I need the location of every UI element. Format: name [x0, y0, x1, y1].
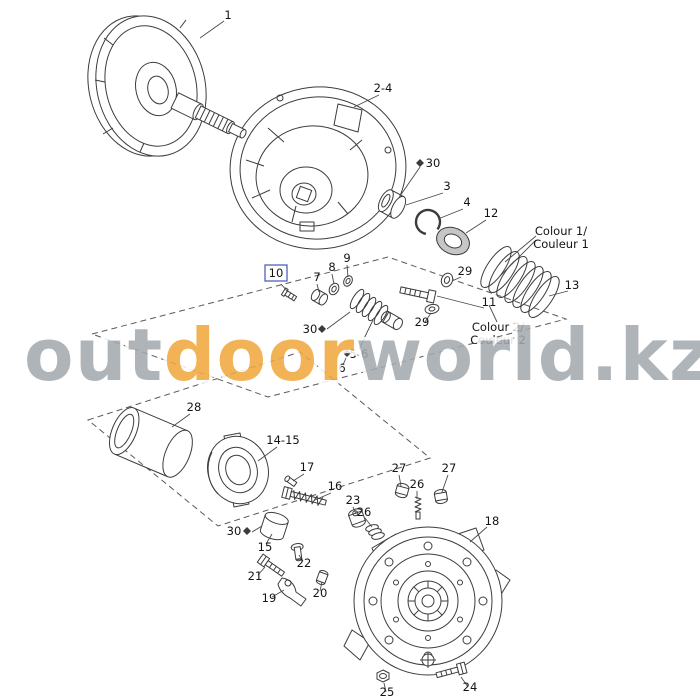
part-4-circlip	[414, 208, 442, 236]
part-20-spacer	[315, 569, 329, 586]
part-12-bearing	[436, 226, 470, 256]
callout-18: 18	[485, 514, 500, 528]
part-26-spring-pin	[414, 496, 422, 520]
callout-25: 25	[380, 685, 395, 699]
part-19-lever	[277, 577, 307, 607]
part-10-screw	[280, 287, 298, 302]
colour-2-label-en: Colour 2/	[472, 320, 524, 334]
part-11-bolt	[399, 286, 437, 304]
colour-1-label-fr: Couleur 1	[533, 237, 589, 251]
callout-10: 10	[269, 266, 284, 280]
callout-30-mid: 30	[303, 322, 318, 336]
callout-22: 22	[297, 556, 312, 570]
callout-15: 15	[258, 540, 273, 554]
callout-21: 21	[248, 569, 263, 583]
callout-9: 9	[343, 251, 350, 265]
callout-5-6: 5-6	[350, 347, 369, 361]
callout-30-bottom: 30	[227, 524, 242, 538]
part-28-drum	[108, 407, 193, 478]
callout-26-right: 26	[410, 477, 425, 491]
part-24-bolt	[435, 661, 468, 679]
lubricant-markers	[243, 159, 424, 535]
callout-1: 1	[224, 8, 231, 22]
center-mark-icon	[420, 652, 436, 668]
part-7-bushing	[310, 289, 329, 306]
watermark: outdoorworld.kz	[24, 313, 700, 397]
marker-30-top-icon	[416, 159, 424, 167]
part-13-spring	[480, 246, 560, 318]
part-26-washers	[365, 524, 385, 540]
callout-29-upper: 29	[458, 264, 473, 278]
callout-17: 17	[300, 460, 315, 474]
marker-30-mid-icon	[318, 325, 326, 333]
part-15-cup	[259, 511, 289, 541]
callout-27-right: 27	[442, 461, 457, 475]
watermark-segment: .kz	[591, 313, 700, 397]
assembly-boundary-upper	[90, 256, 568, 398]
callout-6: 6	[338, 361, 345, 375]
callout-4: 4	[463, 195, 470, 209]
colour-2-label-fr: Couleur 2	[470, 333, 526, 347]
part-8-washer	[328, 282, 340, 296]
callout-14-15: 14-15	[266, 433, 299, 447]
part-1-shaft	[170, 92, 247, 139]
part-29-washer-lower	[424, 303, 440, 315]
callout-12: 12	[484, 206, 499, 220]
callout-3: 3	[443, 179, 450, 193]
callout-10-highlight-box	[264, 264, 288, 282]
callout-23: 23	[346, 493, 361, 507]
colour-labels: Colour 1/ Couleur 1 Colour 2/ Couleur 2	[470, 224, 589, 347]
watermark-segment: door	[164, 313, 356, 397]
callout-28: 28	[187, 400, 202, 414]
part-17-pin	[284, 475, 298, 488]
part-29-washer-upper	[440, 272, 454, 288]
callout-16: 16	[328, 479, 343, 493]
part-27-cap-left	[394, 482, 410, 499]
callout-19: 19	[262, 591, 277, 605]
callout-13: 13	[565, 278, 580, 292]
part-5-6-spring-assembly	[349, 288, 404, 331]
marker-6-icon	[343, 349, 351, 357]
part-3-bushing	[377, 189, 407, 219]
callout-24: 24	[463, 680, 478, 694]
part-18-cover	[343, 526, 511, 676]
callout-11: 11	[482, 295, 497, 309]
part-21-bolt	[256, 553, 286, 577]
callout-labels: 1 2-4 30 3 4 12 13 29 11 29 10 7 8 9 30 …	[187, 8, 580, 699]
marker-30-bottom-icon	[243, 527, 251, 535]
part-25-nut	[376, 669, 390, 683]
callout-2-4: 2-4	[374, 81, 393, 95]
part-1-fixed-sheave	[87, 15, 207, 157]
leader-lines	[171, 20, 569, 693]
callout-30-top: 30	[426, 156, 441, 170]
part-14-15-coupler	[207, 432, 269, 508]
part-27-cap-right	[433, 488, 448, 505]
callout-8: 8	[328, 260, 335, 274]
callout-27-left: 27	[392, 461, 407, 475]
callout-29-lower: 29	[415, 315, 430, 329]
callout-7: 7	[313, 270, 320, 284]
watermark-segment: world	[356, 313, 591, 397]
part-9-washer	[343, 275, 353, 287]
assembly-boundary-lower	[86, 351, 432, 527]
callout-20: 20	[313, 586, 328, 600]
colour-1-label-en: Colour 1/	[535, 224, 587, 238]
part-2-4-housing	[229, 86, 407, 250]
callout-26-left: 26	[357, 505, 372, 519]
watermark-segment: out	[24, 313, 164, 397]
